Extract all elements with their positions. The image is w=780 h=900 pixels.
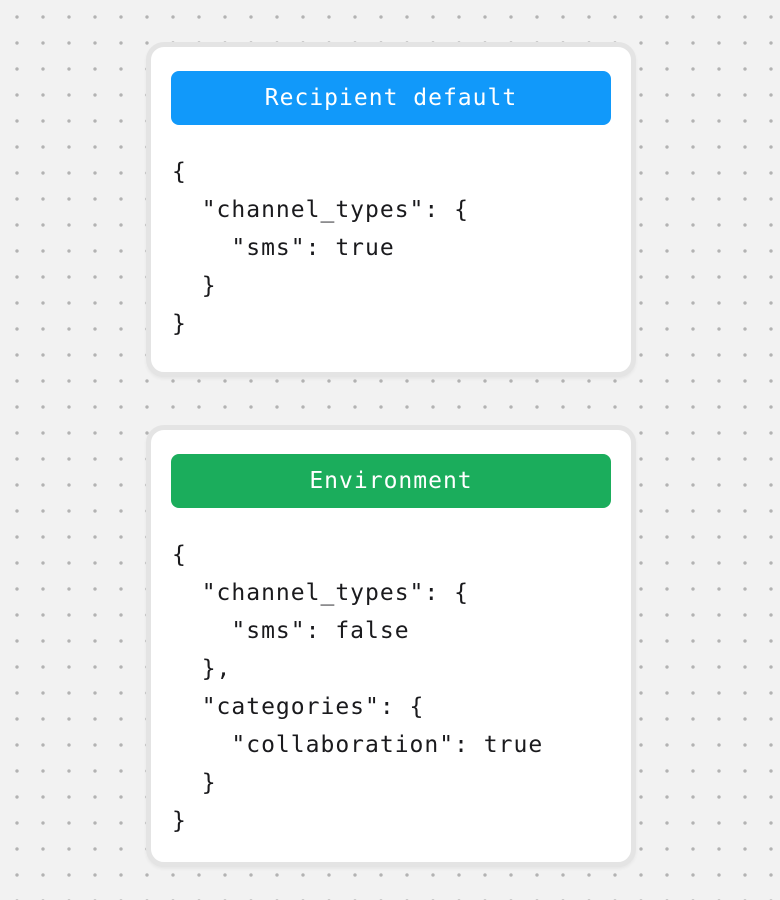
environment-badge-label: Environment bbox=[309, 468, 473, 494]
recipient-default-badge: Recipient default bbox=[171, 71, 611, 125]
environment-card: Environment { "channel_types": { "sms": … bbox=[146, 425, 636, 867]
recipient-default-card: Recipient default { "channel_types": { "… bbox=[146, 42, 636, 377]
environment-json-code: { "channel_types": { "sms": false }, "ca… bbox=[172, 542, 544, 834]
recipient-default-json-code: { "channel_types": { "sms": true } } bbox=[172, 159, 469, 337]
environment-badge: Environment bbox=[171, 454, 611, 508]
recipient-default-badge-label: Recipient default bbox=[264, 85, 518, 111]
